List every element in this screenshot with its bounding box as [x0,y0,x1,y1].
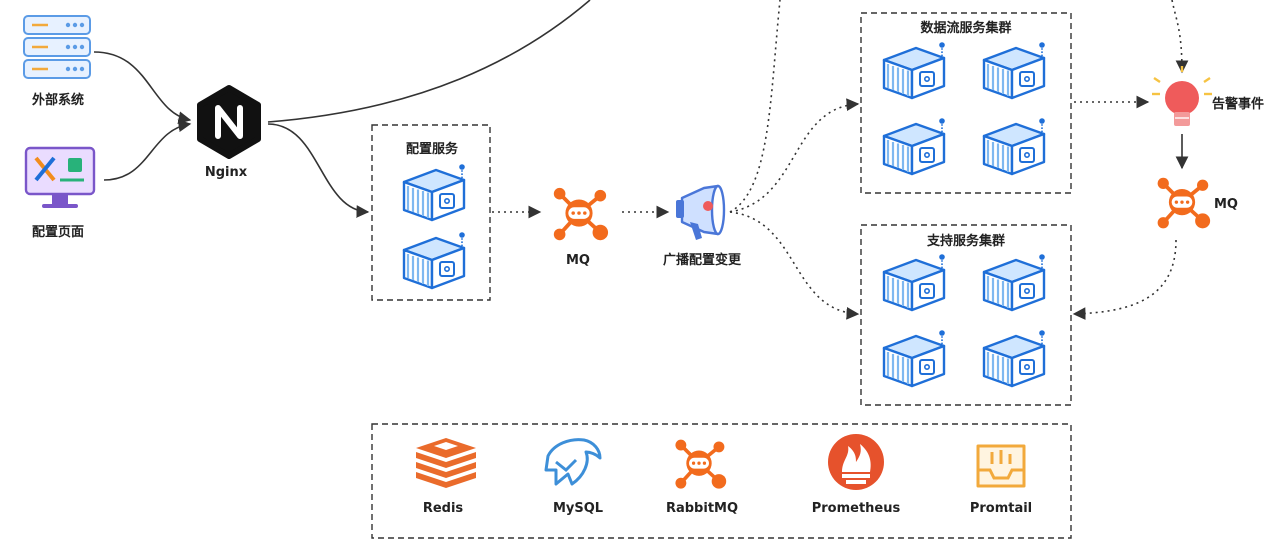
prometheus-item: Prometheus [812,434,901,516]
prometheus-flame-icon [828,434,884,490]
broadcast-node: 广播配置变更 [663,184,742,268]
server-icon [982,42,1047,100]
dataflow-cluster-label: 数据流服务集群 [920,20,1011,36]
broadcast-label: 广播配置变更 [663,252,742,268]
config-service-box [371,124,491,301]
server-rack-icon [23,15,91,79]
dataflow-cluster-box [860,12,1072,194]
mq-right-node: MQ [1155,175,1238,231]
server-icon [982,254,1047,312]
redis-label: Redis [423,501,464,516]
nginx-label: Nginx [205,165,248,180]
alarm-event-label: 告警事件 [1212,96,1264,112]
mq-center-node: MQ [551,185,610,268]
server-icon [402,232,466,290]
link-mq-to-support [1072,239,1177,320]
external-system-label: 外部系统 [31,92,84,108]
nginx-node: Nginx [197,85,261,180]
rabbitmq-label: RabbitMQ [666,501,738,516]
link-nginx-to-config-service [267,123,370,218]
link-configpage-to-nginx [103,119,192,181]
mq-center-label: MQ [566,253,590,268]
link-broadcast-to-support [729,211,860,320]
config-page-node: 配置页面 [24,146,96,240]
mq-icon [1155,175,1212,231]
redis-icon [416,438,476,488]
mysql-dolphin-icon [544,438,602,486]
megaphone-icon [676,184,726,240]
nginx-n-icon [215,105,243,139]
alarm-event-node: 告警事件 [1152,66,1264,126]
support-cluster-label: 支持服务集群 [926,233,1005,249]
mysql-label: MySQL [553,501,603,516]
support-cluster-box [860,224,1072,406]
server-icon [882,118,946,176]
link-broadcast-to-top [729,0,781,213]
server-icon [982,118,1047,176]
promtail-label: Promtail [970,501,1032,516]
server-icon [882,254,946,312]
dataflow-cluster-node: 数据流服务集群 [860,12,1072,194]
promtail-inbox-icon [976,444,1026,488]
rabbitmq-icon [673,437,728,491]
support-cluster-node: 支持服务集群 [860,224,1072,406]
mq-icon [551,185,610,243]
link-nginx-to-top [267,0,591,123]
prometheus-label: Prometheus [812,501,901,516]
link-broadcast-to-dataflow [729,98,860,213]
config-service-label: 配置服务 [406,141,459,157]
rabbitmq-item: RabbitMQ [666,437,738,516]
tech-stack-group: Redis MySQL RabbitMQ Prometheus [371,423,1072,539]
config-service-node: 配置服务 [371,124,491,301]
external-system-node: 外部系统 [23,15,91,108]
server-icon [882,42,946,100]
tech-stack-box [371,423,1072,539]
server-icon [402,164,466,222]
link-external-to-nginx [93,51,192,124]
redis-item: Redis [416,438,476,516]
server-icon [882,330,946,388]
link-top-to-alarm [1171,0,1189,74]
mysql-item: MySQL [544,438,603,516]
config-page-label: 配置页面 [32,225,84,240]
monitor-tools-icon [24,146,96,208]
promtail-item: Promtail [970,444,1032,516]
lightbulb-icon [1152,66,1212,126]
server-icon [982,330,1047,388]
mq-right-label: MQ [1214,197,1238,212]
